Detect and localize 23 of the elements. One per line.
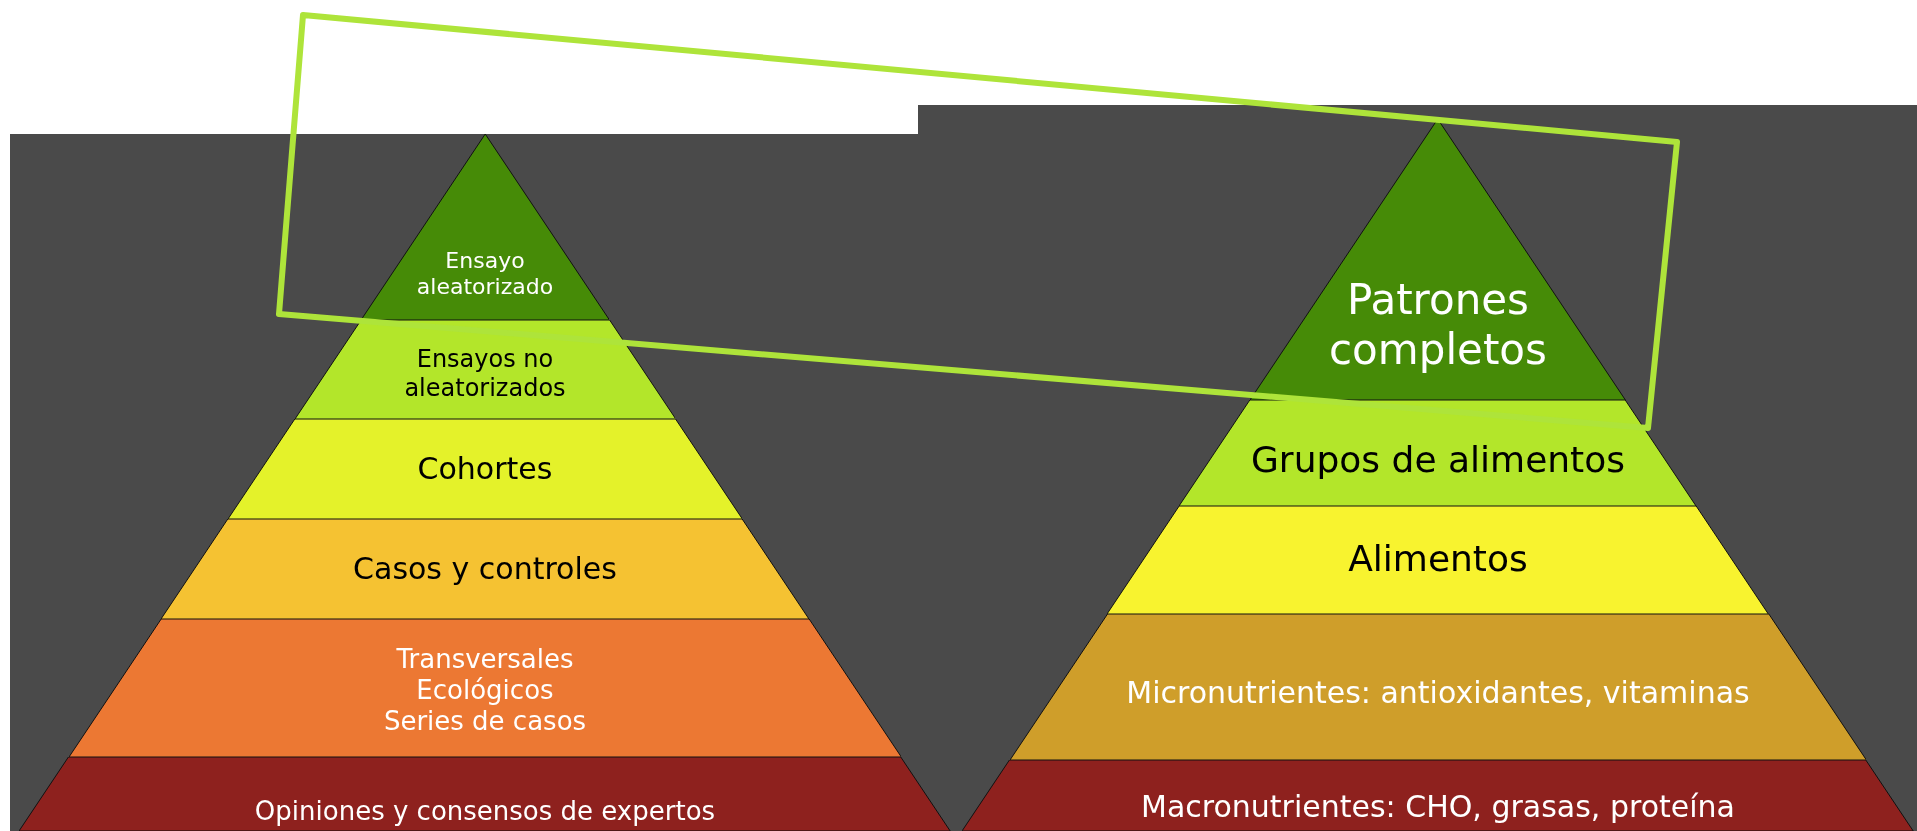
tier-label: Cohortes <box>416 451 554 487</box>
tier-label: Series de casos <box>382 706 588 738</box>
tier-label: Macronutrientes: CHO, grasas, proteína <box>1140 789 1736 825</box>
tier-label: Ecológicos <box>415 675 555 707</box>
pyramid-tier <box>294 320 676 419</box>
tier-label: Alimentos <box>1347 537 1529 581</box>
pyramid-tier <box>962 760 1914 831</box>
pyramid-tier <box>227 419 743 519</box>
tier-label: Opiniones y consensos de expertos <box>253 796 717 828</box>
pyramid-tier <box>1107 506 1769 614</box>
tier-label: Ensayo aleatorizado <box>415 247 555 301</box>
pyramid-tier <box>360 134 610 320</box>
tier-label: Micronutrientes: antioxidantes, vitaminas <box>1125 675 1751 711</box>
pyramid-tier <box>1179 400 1697 506</box>
tier-label: Patrones completos <box>1328 274 1548 376</box>
tier-label: Grupos de alimentos <box>1249 438 1626 482</box>
pyramid-tier <box>19 757 951 831</box>
pyramid-tier <box>68 619 902 757</box>
pyramid-tier <box>161 519 809 619</box>
tier-label: Casos y controles <box>352 551 618 587</box>
tier-label: Transversales <box>395 644 575 676</box>
pyramid-tier <box>1009 614 1867 760</box>
tier-label: Ensayos no aleatorizados <box>403 345 567 403</box>
